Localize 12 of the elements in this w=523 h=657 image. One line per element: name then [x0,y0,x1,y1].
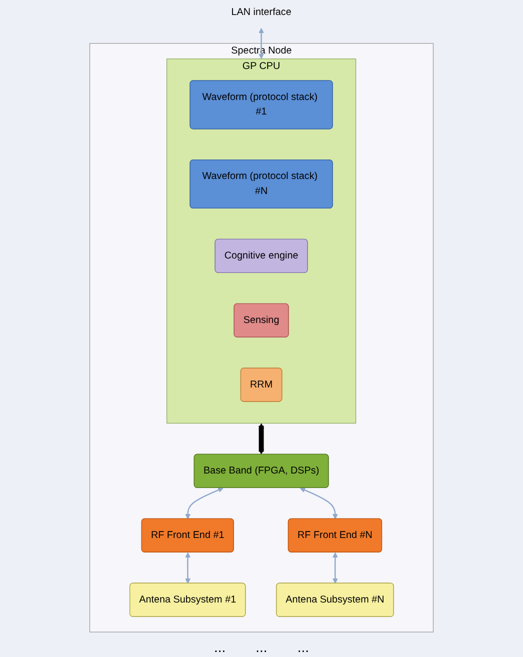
arrow [258,28,264,60]
ellipsis-text: ... [297,639,309,655]
arrow [185,552,191,584]
arrow [332,552,338,584]
arrow [300,488,338,520]
node-text: LAN interface [231,6,292,18]
ellipsis-text: ... [256,639,268,655]
ellipsis-text: ... [214,639,226,655]
arrow [185,487,224,520]
cluster [166,58,356,424]
arrow [258,423,264,454]
cluster [89,43,434,632]
